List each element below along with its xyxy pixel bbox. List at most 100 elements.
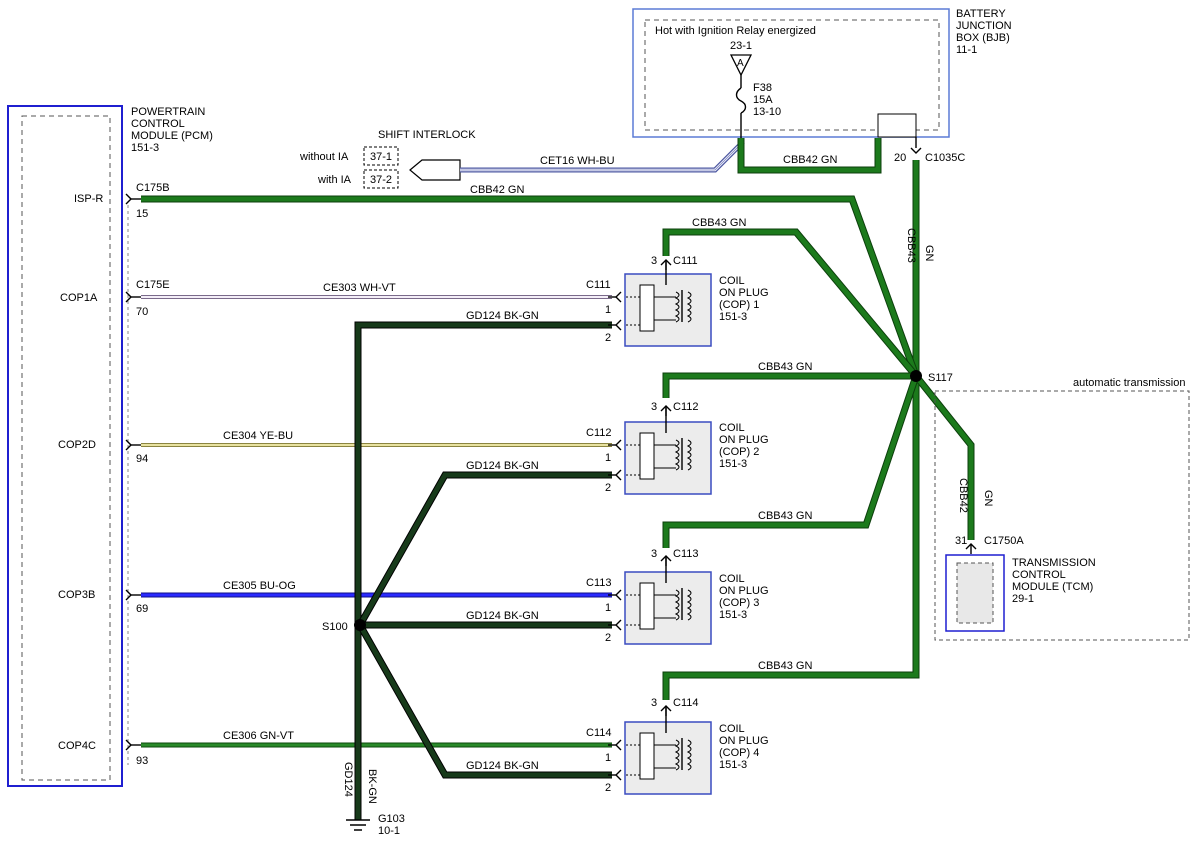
wire-cbb43-cop1: CBB43 GN [662,217,919,379]
bjb-output-box [877,113,917,138]
cop3-top-conn: C113 [673,548,698,560]
cop1-title-2: ON PLUG [719,287,769,299]
cop1-title-1: COIL [719,275,745,287]
wire-label-cbb42-top: CBB42 GN [783,154,837,166]
pcm-pin-70: 70 [136,306,148,318]
pcm-connector-arrow-isp-r [125,193,142,205]
cop4-title-3: (COP) 4 [719,747,759,759]
wire-label-ce303: CE303 WH-VT [323,282,396,294]
shift-interlock-ref-1: 37-1 [370,151,392,163]
coil-on-plug-3: 3 C113 C113 1 2 COIL ON PLUG (COP) 3 151… [586,548,769,645]
cop4-top-connector-icon [660,705,672,717]
cop3-coil-icon [674,589,680,621]
wire-label-gd124-4: GD124 BK-GN [466,760,539,772]
cop4-outline [624,721,712,795]
wire-label-cbb43-vert-b: GN [923,245,935,262]
cop1-top-connector-icon [660,259,672,271]
wire-label-cbb43-cop4: CBB43 GN [758,660,812,672]
battery-junction-box: Hot with Ignition Relay energized 23-1 A… [632,8,1012,164]
wire-ce306: CE306 GN-VT [141,730,612,748]
bjb-fuse-line-3: 13-10 [753,106,781,118]
cop3-driver-icon [639,582,655,630]
bjb-fuse-line-1: F38 [753,82,772,94]
wire-ce304: CE304 YE-BU [141,430,612,447]
pcm-conn-c175b: C175B [136,182,170,194]
wire-cbb42-main: CBB42 GN [141,184,920,378]
cop2-side-conn: C112 [586,427,611,439]
shift-interlock-title: SHIFT INTERLOCK [378,129,476,141]
bjb-title-3: BOX (BJB) [956,32,1010,44]
pcm-pin-cop3b-label: COP3B [58,589,95,601]
cop2-pin2: 2 [605,482,611,494]
pcm-outline [7,105,123,787]
cop4-title-4: 151-3 [719,759,747,771]
page-reference-arrow-icon [409,159,461,181]
cop2-title-2: ON PLUG [719,434,769,446]
tcm-connector-icon [965,543,977,555]
wire-label-cbb42-tcm-b: GN [982,490,994,507]
wire-cbb43-cop3: CBB43 GN [662,374,920,548]
wire-label-gd124-vert-a: GD124 [342,762,354,797]
shift-interlock-ref-box-2 [363,169,399,189]
cop1-side-conn: C111 [586,279,611,291]
cop2-pin1-connector-icon [607,439,622,451]
cop4-title-1: COIL [719,723,745,735]
bjb-inner-label: Hot with Ignition Relay energized [655,25,816,37]
cop1-pin1-connector-icon [607,291,622,303]
auto-trans-label: automatic transmission [1073,377,1186,389]
wire-label-cbb43-top: CBB43 GN [692,217,746,229]
cop3-title-4: 151-3 [719,609,747,621]
cop4-pin1: 1 [605,752,611,764]
wire-cbb43-cop2: CBB43 GN [662,361,916,398]
cop3-side-conn: C113 [586,577,611,589]
bjb-title-2: JUNCTION [956,20,1012,32]
splice-s100-dot [354,619,366,631]
coil-on-plug-4: 3 C114 C114 1 2 COIL ON PLUG (COP) 4 151… [586,697,769,795]
cop1-title-4: 151-3 [719,311,747,323]
pcm-pin-93: 93 [136,755,148,767]
cop1-top-conn: C111 [673,255,698,267]
cop3-pin1-connector-icon [607,589,622,601]
shift-interlock-ref-box-1 [363,146,399,166]
bjb-title-4: 11-1 [956,44,977,56]
fuse-icon [735,87,747,114]
cop2-outline [624,421,712,495]
wire-cet16: CET16 WH-BU [460,140,745,173]
cop1-pin2: 2 [605,332,611,344]
cop2-title-1: COIL [719,422,745,434]
wire-label-cet16: CET16 WH-BU [540,155,615,167]
cop3-outline [624,571,712,645]
cop2-title-3: (COP) 2 [719,446,759,458]
ground-label-2: 10-1 [378,825,400,837]
cop2-pin1: 1 [605,452,611,464]
cop4-top-conn: C114 [673,697,698,709]
shift-interlock-ref-2: 37-2 [370,174,392,186]
cop2-coil-icon [674,439,680,471]
cop1-pin1: 1 [605,304,611,316]
ground-g103: G103 10-1 [346,813,405,837]
cop4-pin2: 2 [605,782,611,794]
tcm-inner [956,562,994,624]
splice-s100-label: S100 [322,621,348,633]
cop4-driver-icon [639,732,655,780]
tcm-pin: 31 [955,535,967,547]
wire-ce303: CE303 WH-VT [141,282,612,299]
wire-label-gd124-2: GD124 BK-GN [466,460,539,472]
cop4-pin1-connector-icon [607,739,622,751]
cop2-top-connector-icon [660,405,672,417]
cop2-title-4: 151-3 [719,458,747,470]
cop3-top-pin: 3 [651,548,657,560]
shift-interlock-row-1-label: without IA [299,151,349,163]
pcm-pin-94: 94 [136,453,148,465]
bjb-pin-top: 23-1 [730,40,752,52]
cop2-top-conn: C112 [673,401,698,413]
tcm-title-3: MODULE (TCM) [1012,581,1093,593]
splice-s117-dot [910,370,922,382]
wire-cbb43-vertical: CBB43 GN [662,160,935,700]
pcm-conn-c175e: C175E [136,279,170,291]
cop3-title-2: ON PLUG [719,585,769,597]
wire-cbb42-bjb: CBB42 GN [737,138,882,174]
wire-cbb42-tcm: CBB42 GN [913,373,994,540]
tcm-title-1: TRANSMISSION [1012,557,1096,569]
